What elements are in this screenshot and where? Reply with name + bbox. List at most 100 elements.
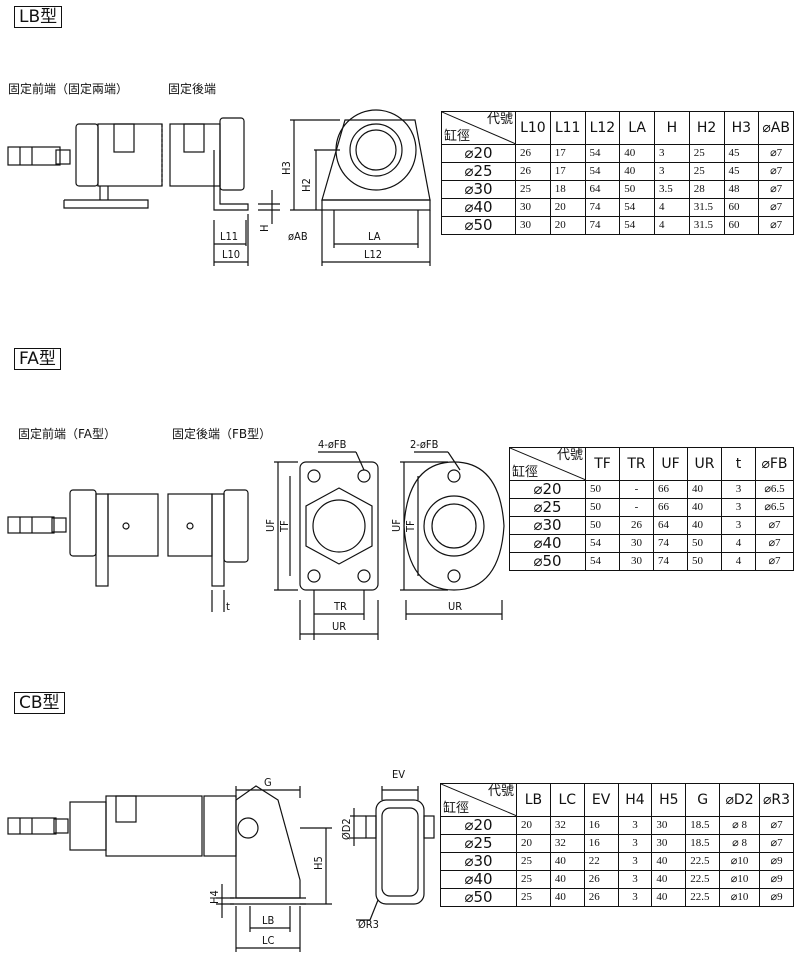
table-cell: 40 [549,870,585,889]
table-cell: 40 [687,480,722,499]
table-cell: 3 [617,834,653,853]
column-header: H2 [688,111,725,145]
table-cell: 26 [515,144,551,163]
column-header: H3 [723,111,760,145]
spec-table-fa: 代號 缸徑 TF TR UF UR t ⌀FB ⌀20 50 - 66 40 3… [509,447,794,571]
table-cell: 17 [549,144,586,163]
table-header-row: 代號 缸徑 LB LC EV H4 H5 G ⌀D2 ⌀R3 [440,783,794,817]
table-cell: 25 [516,888,551,907]
table-cell: 64 [653,516,688,535]
caption-fa-front: 固定前端（FA型） [18,427,117,441]
table-row: ⌀50 25 40 26 3 40 22.5 ⌀10 ⌀9 [440,888,794,907]
dim-label: UF [390,519,403,532]
table-cell: 45 [723,162,760,181]
dim-label: L11 [220,230,238,243]
column-header: TR [619,447,654,481]
fa-drawing [7,451,505,640]
caption-lb-rear: 固定後端 [168,82,217,96]
corner-code-label: 代號 [487,784,514,799]
dim-label: H5 [312,856,325,870]
table-cell: 4 [654,216,690,235]
bore-cell: ⌀40 [441,198,516,217]
table-cell: 74 [584,198,621,217]
column-header: L10 [515,111,551,145]
table-row: ⌀20 20 32 16 3 30 18.5 ⌀ 8 ⌀7 [440,816,794,835]
table-cell: 25 [688,162,725,181]
section-title-lb: LB型 [14,6,63,28]
table-cell: ⌀9 [759,870,794,889]
column-header: L12 [584,111,621,145]
table-cell: 25 [516,870,551,889]
column-header: LA [619,111,655,145]
table-row: ⌀25 26 17 54 40 3 25 45 ⌀7 [441,162,794,181]
table-cell: ⌀7 [759,816,794,835]
table-cell: ⌀ 8 [719,816,761,835]
table-cell: 54 [584,144,621,163]
table-corner: 代號 缸徑 [440,783,517,817]
column-header: H [654,111,690,145]
column-header: UF [653,447,688,481]
column-header: G [685,783,721,817]
table-cell: 40 [687,516,722,535]
dim-label: TR [333,600,347,613]
table-cell: ⌀ 8 [719,834,761,853]
dim-label: H4 [208,890,221,904]
table-cell: 30 [619,552,654,571]
table-cell: 18 [549,180,586,199]
bore-cell: ⌀20 [509,480,586,499]
table-cell: ⌀7 [755,516,794,535]
table-cell: 30 [651,816,687,835]
table-cell: 74 [584,216,621,235]
dim-label: H3 [280,161,293,175]
table-cell: 25 [515,180,551,199]
bore-cell: ⌀50 [440,888,517,907]
table-cell: 50 [687,534,722,553]
table-row: ⌀20 26 17 54 40 3 25 45 ⌀7 [441,144,794,163]
column-header: L11 [549,111,586,145]
bore-cell: ⌀25 [440,834,517,853]
table-cell: 30 [619,534,654,553]
table-cell: 3 [617,852,653,871]
dim-label: øAB [288,230,308,243]
table-row: ⌀50 30 20 74 54 4 31.5 60 ⌀7 [441,216,794,235]
dim-label: G [264,776,272,789]
table-cell: 54 [584,162,621,181]
column-header: ⌀D2 [719,783,761,817]
table-row: ⌀30 25 40 22 3 40 22.5 ⌀10 ⌀9 [440,852,794,871]
table-corner: 代號 缸徑 [441,111,516,145]
column-header: H5 [651,783,687,817]
table-cell: ⌀6.5 [755,480,794,499]
table-cell: 74 [653,552,688,571]
table-cell: 22.5 [685,852,721,871]
dim-label: TF [404,520,417,533]
table-cell: 40 [651,888,687,907]
dim-label: t [226,600,230,613]
table-cell: 40 [619,162,655,181]
table-cell: ⌀7 [758,180,794,199]
table-cell: 74 [653,534,688,553]
lb-dim-labels: H3 H2 H L11 L10 øAB LA L12 [220,161,382,261]
fa-dim-labels: t 4-øFB 2-øFB UF TF UF TF TR UR UR [226,438,462,633]
table-cell: 64 [584,180,621,199]
table-cell: 30 [515,198,551,217]
dim-label: LA [368,230,381,243]
table-cell: 4 [721,552,756,571]
table-corner: 代號 缸徑 [509,447,586,481]
corner-bore-label: 缸徑 [512,465,539,480]
table-header-row: 代號 缸徑 TF TR UF UR t ⌀FB [509,447,794,481]
table-cell: ⌀7 [755,534,794,553]
table-cell: ⌀7 [758,162,794,181]
dim-label: UR [448,600,462,613]
table-cell: 3 [654,162,690,181]
bore-cell: ⌀50 [509,552,586,571]
table-cell: 26 [515,162,551,181]
table-cell: 54 [585,552,620,571]
table-cell: - [619,480,654,499]
table-cell: 26 [583,870,619,889]
table-cell: 30 [651,834,687,853]
table-cell: 17 [549,162,586,181]
table-cell: 3 [721,516,756,535]
bore-cell: ⌀40 [509,534,586,553]
table-row: ⌀40 54 30 74 50 4 ⌀7 [509,534,794,553]
table-row: ⌀40 25 40 26 3 40 22.5 ⌀10 ⌀9 [440,870,794,889]
